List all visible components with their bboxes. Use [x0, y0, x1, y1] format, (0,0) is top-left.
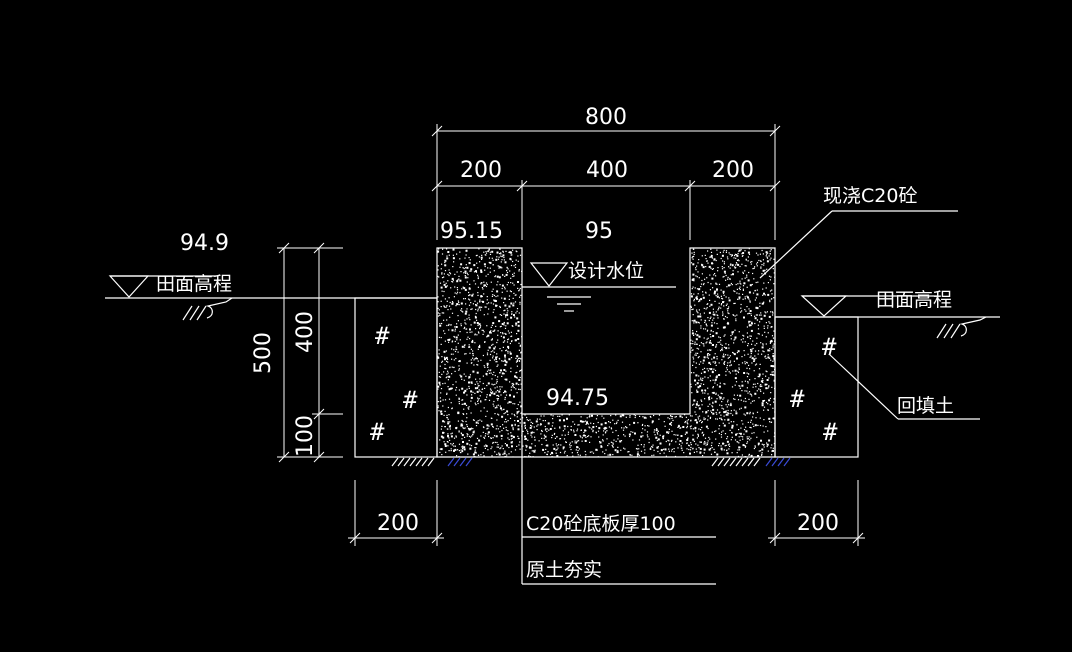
- dimension-lines-bottom: [348, 480, 865, 546]
- hatch-mark: #: [790, 385, 805, 413]
- dimension-lines-left: [277, 242, 343, 463]
- dim-left-wall: 200: [460, 158, 502, 183]
- base-slab-label: C20砼底板厚100: [526, 513, 676, 535]
- hatch-mark: #: [403, 386, 418, 414]
- concrete-speckle-fill: [437, 248, 775, 457]
- dim-height-upper: 400: [293, 311, 318, 353]
- water-level-icon: [522, 262, 676, 312]
- ground-hatch-icon: [182, 297, 233, 321]
- elevation-ground-left: 94.9: [180, 231, 229, 256]
- elevation-channel-bottom: 94.75: [546, 386, 609, 411]
- cast-in-place-label: 现浇C20砼: [823, 185, 917, 207]
- field-level-label-right: 田面高程: [876, 289, 952, 311]
- backfill-label: 回填土: [897, 395, 954, 417]
- hatch-mark: #: [823, 418, 838, 446]
- dim-height-total: 500: [251, 332, 276, 374]
- dimension-lines-top: [431, 124, 781, 240]
- field-level-label-left: 田面高程: [156, 273, 232, 295]
- elevation-design-water: 95: [585, 219, 613, 244]
- hatch-mark: #: [375, 322, 390, 350]
- leader-line: [759, 210, 958, 279]
- concrete-channel-outline: [436, 247, 776, 458]
- design-water-label: 设计水位: [568, 260, 644, 282]
- leader-line: [828, 353, 980, 420]
- elevation-triangle-icon: [108, 275, 150, 298]
- compacted-soil-label: 原土夯实: [526, 559, 602, 581]
- dim-height-lower: 100: [293, 415, 318, 457]
- ground-hatch-icon: [391, 457, 761, 467]
- dim-backfill-left: 200: [377, 511, 419, 536]
- dim-channel: 400: [586, 158, 628, 183]
- elevation-triangle-icon: [800, 295, 848, 317]
- hatch-mark: #: [822, 333, 837, 361]
- backfill-block-right: [774, 316, 859, 458]
- dim-total-width: 800: [585, 105, 627, 130]
- leader-line: [521, 414, 716, 585]
- dim-right-wall: 200: [712, 158, 754, 183]
- backfill-block-left: [354, 297, 438, 458]
- hatch-mark: #: [370, 418, 385, 446]
- ground-hatch-icon: [447, 457, 791, 467]
- elevation-wall-top: 95.15: [440, 219, 503, 244]
- ground-hatch-icon: [936, 316, 987, 339]
- dim-backfill-right: 200: [797, 511, 839, 536]
